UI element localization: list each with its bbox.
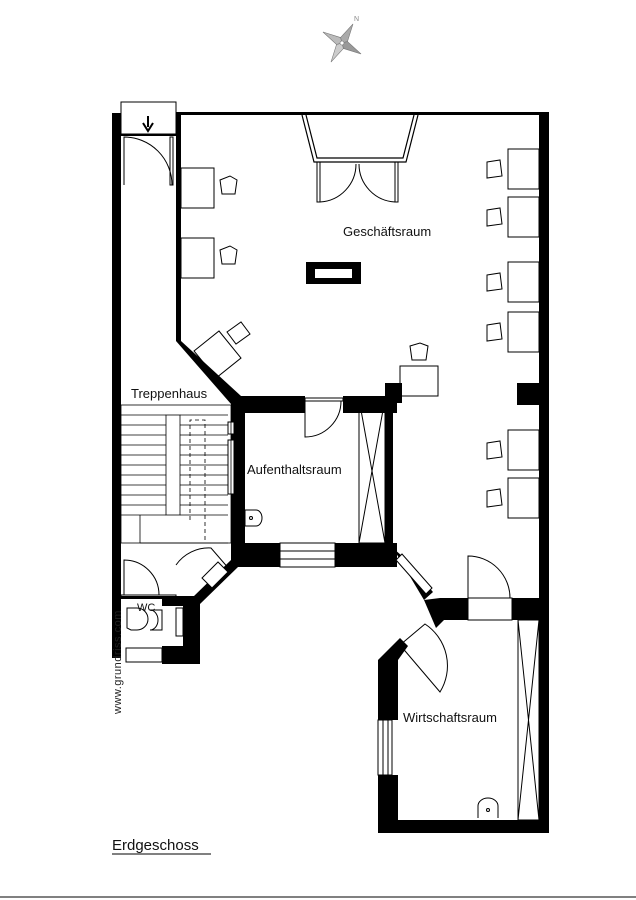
compass-letter: N xyxy=(354,16,359,23)
angled-window-stair xyxy=(201,561,229,589)
diagonal-wall xyxy=(176,341,241,404)
left-desks xyxy=(180,167,238,279)
double-door xyxy=(316,161,399,203)
angled-desk xyxy=(193,321,251,379)
entrance-arrow-icon xyxy=(142,116,154,133)
wirtschaftsraum-sink-icon xyxy=(477,797,499,818)
wc-fixtures xyxy=(125,607,184,663)
angled-window-right xyxy=(395,553,433,595)
wirtschaftsraum-walls xyxy=(378,598,549,833)
wall-pillar xyxy=(517,383,539,405)
toilet-icon xyxy=(126,607,149,631)
center-counter xyxy=(306,262,361,284)
wirtschaftsraum-door xyxy=(399,623,448,693)
aufenthaltsraum-closet xyxy=(358,398,386,544)
stairwell-corner-walls xyxy=(162,560,238,664)
room-label-treppenhaus: Treppenhaus xyxy=(131,386,208,401)
stairwell-door xyxy=(120,559,177,599)
stair-walking-line xyxy=(189,419,206,540)
sink-icon xyxy=(244,509,263,527)
compass-rose-icon xyxy=(322,23,362,63)
room-label-wc: WC xyxy=(137,602,155,614)
aufenthaltsraum-walls xyxy=(227,383,402,567)
wc-walls xyxy=(121,596,162,599)
right-desks xyxy=(486,148,540,519)
bay-window xyxy=(301,114,419,163)
entrance xyxy=(120,101,177,186)
wc-sink-icon xyxy=(149,609,163,631)
wirtschaftsraum-window xyxy=(377,719,393,776)
floor-label: Erdgeschoss xyxy=(112,837,199,854)
room-label-geschaeftsraum: Geschäftsraum xyxy=(343,224,431,239)
shop-door-right xyxy=(467,555,513,621)
small-desk xyxy=(399,342,439,397)
room-label-wirtschaftsraum: Wirtschaftsraum xyxy=(403,710,497,725)
aufenthaltsraum-window xyxy=(279,542,336,568)
staircase xyxy=(120,404,232,544)
wirtschaftsraum-closet xyxy=(517,619,540,821)
room-label-aufenthaltsraum: Aufenthaltsraum xyxy=(247,462,342,477)
watermark: www.grundriss.com xyxy=(112,610,124,715)
aufenthaltsraum-door xyxy=(304,397,344,438)
angled-door-stairwell xyxy=(175,547,231,571)
